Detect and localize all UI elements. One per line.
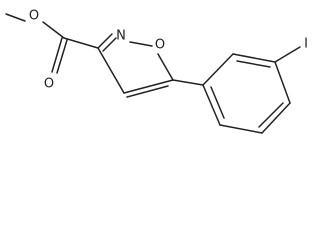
atom-label-carbonyl-oxygen: O [44, 77, 54, 92]
bond-ph-inner-a [236, 60, 271, 68]
bond-carbonyl-double-b [56, 39, 68, 74]
chemical-structure: O O N O I [5, 9, 308, 134]
bond-c4-c3 [97, 47, 125, 94]
bond-ph-2-3 [232, 53, 276, 63]
bond-methyl-o [5, 13, 26, 22]
bond-ph-6-1 [202, 84, 221, 126]
bond-o-carbonyl [42, 21, 65, 39]
atom-label-iodine: I [304, 37, 308, 52]
bond-n-o [129, 41, 153, 47]
bond-ph-4-5 [261, 102, 291, 134]
bond-c-iodine [274, 46, 301, 63]
bond-carbonyl-ring [63, 37, 99, 49]
bond-ph-inner-b [258, 102, 284, 128]
bond-ph-1-2 [202, 53, 234, 86]
bond-c5-c4-a [123, 79, 174, 94]
bond-c5-c4-b [126, 85, 169, 98]
bond-c3-n-a [97, 33, 113, 49]
bond-ph-5-6 [219, 124, 263, 134]
bond-ph-inner-c [210, 86, 225, 119]
atom-label-ring-oxygen: O [155, 38, 165, 53]
bond-carbonyl-double-a [51, 37, 63, 73]
atom-label-ester-oxygen: O [29, 9, 39, 24]
bond-c3-n-b [102, 37, 117, 52]
bond-o-c5 [157, 53, 174, 81]
bond-c5-phenyl [172, 79, 204, 86]
atom-label-ring-nitrogen: N [116, 29, 126, 44]
bond-ph-3-4 [274, 61, 291, 104]
